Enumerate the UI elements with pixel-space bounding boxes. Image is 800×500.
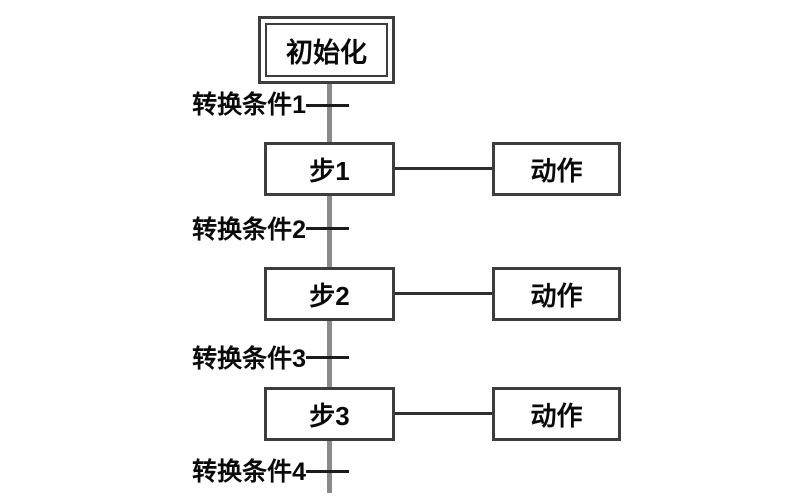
action-label-3: 动作	[530, 400, 583, 431]
action-box-3: 动作	[492, 387, 621, 441]
transition-label-2: 转换条件2	[192, 216, 306, 244]
step-label-1: 步1	[309, 155, 350, 186]
initial-step-inner-box: 初始化	[265, 23, 388, 77]
step-box-2: 步2	[264, 267, 395, 321]
step-label-3: 步3	[309, 400, 350, 431]
action-label-2: 动作	[530, 280, 583, 311]
step-box-3: 步3	[264, 387, 395, 441]
action-box-1: 动作	[492, 142, 621, 196]
initial-step-box: 初始化	[258, 16, 395, 84]
transition-tick-4	[306, 470, 349, 473]
action-box-2: 动作	[492, 267, 621, 321]
transition-label-1: 转换条件1	[192, 91, 306, 119]
initial-step-label: 初始化	[286, 37, 367, 68]
transition-tick-2	[306, 227, 349, 230]
transition-tick-3	[306, 356, 349, 359]
step-label-2: 步2	[309, 280, 350, 311]
transition-label-3: 转换条件3	[192, 345, 306, 373]
step-box-1: 步1	[264, 142, 395, 196]
transition-label-4: 转换条件4	[192, 458, 306, 486]
transition-tick-1	[306, 104, 349, 107]
action-label-1: 动作	[530, 155, 583, 186]
connector-line-1	[394, 167, 493, 170]
connector-line-3	[394, 412, 493, 415]
connector-line-2	[394, 292, 493, 295]
